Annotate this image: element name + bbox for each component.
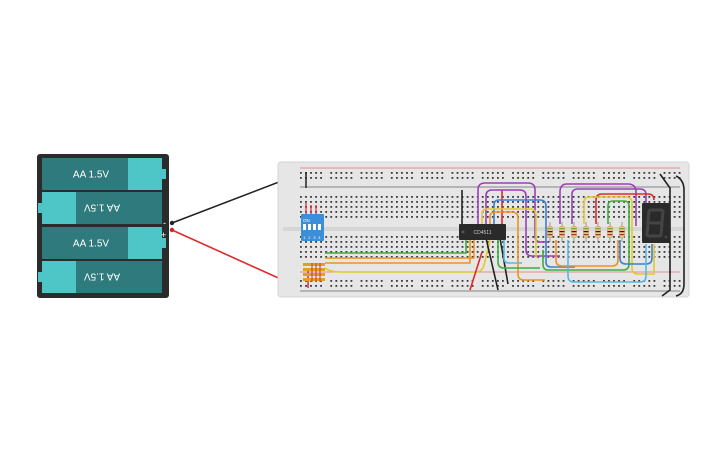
wire-orange-2[interactable]: [555, 240, 619, 267]
battery-terminal-positive: +: [161, 230, 166, 240]
seven-segment-display[interactable]: [642, 203, 670, 243]
dip-switch-label: ON: [303, 218, 310, 223]
battery-pack[interactable]: AA 1.5V AA 1.5V AA 1.5V AA 1.5V - +: [37, 154, 175, 298]
wire-orange-short[interactable]: [325, 240, 475, 259]
resistor[interactable]: [559, 222, 565, 242]
resistor[interactable]: [607, 222, 613, 242]
battery-cell-label: AA 1.5V: [73, 170, 109, 181]
battery-cell: AA 1.5V: [38, 261, 162, 293]
wire-purple-4[interactable]: [571, 188, 647, 224]
battery-cell: AA 1.5V: [42, 227, 166, 259]
wire-red-ic[interactable]: [469, 251, 483, 291]
dip-toggle-number: 2: [308, 235, 311, 240]
battery-cell: AA 1.5V: [38, 192, 162, 224]
resistor[interactable]: [547, 222, 553, 242]
resistor-array[interactable]: [547, 222, 625, 242]
ic-chip-label: CD4511: [474, 230, 492, 236]
wire-green-2[interactable]: [542, 200, 630, 271]
battery-cell-label: AA 1.5V: [73, 239, 109, 250]
resistor[interactable]: [595, 222, 601, 242]
wire-orange-1[interactable]: [489, 211, 545, 281]
wire-yellow-2[interactable]: [583, 196, 655, 275]
wire-lightblue-1[interactable]: [503, 240, 522, 264]
dip-toggle[interactable]: [318, 224, 321, 230]
wire-green-1[interactable]: [497, 240, 540, 269]
battery-cell-label: AA 1.5V: [84, 271, 120, 282]
resistor[interactable]: [583, 222, 589, 242]
dip-toggle[interactable]: [303, 224, 306, 230]
wire-orange-long[interactable]: [325, 240, 471, 264]
dip-toggle[interactable]: [308, 224, 311, 230]
wire-black-ic-1[interactable]: [485, 237, 499, 291]
seven-segment-digit: [645, 208, 665, 238]
dip-toggle-number: 1: [303, 235, 306, 240]
wire-green-long[interactable]: [325, 240, 467, 254]
wire-blue-2[interactable]: [619, 240, 653, 265]
wire-lightblue-2[interactable]: [567, 240, 647, 283]
wire-blue-1[interactable]: [493, 199, 575, 268]
dip-toggle-number: 3: [313, 235, 316, 240]
wire-yellow-1[interactable]: [481, 208, 537, 258]
resistor[interactable]: [619, 222, 625, 242]
battery-cell-label: AA 1.5V: [84, 202, 120, 213]
wire-purple-2[interactable]: [485, 189, 560, 257]
dip-toggle-number: 4: [318, 235, 321, 240]
resistor[interactable]: [571, 222, 577, 242]
wire-black-right-2[interactable]: [675, 175, 685, 297]
dip-toggle[interactable]: [313, 224, 316, 230]
battery-terminal-negative: -: [163, 218, 166, 228]
left-resistor-group[interactable]: [303, 172, 325, 288]
ic-chip[interactable]: CD4511: [459, 224, 506, 240]
battery-cell: AA 1.5V: [42, 158, 166, 190]
